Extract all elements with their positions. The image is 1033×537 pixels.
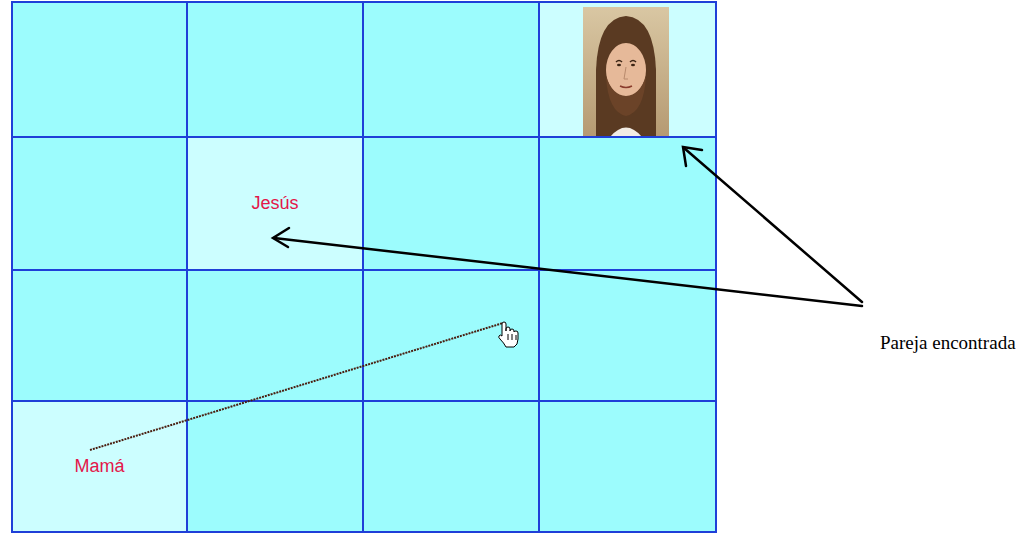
card-word: Mamá <box>74 456 124 477</box>
hand-cursor <box>499 322 518 347</box>
annotation-note: Pareja encontrada <box>880 332 1016 354</box>
portrait-image <box>583 7 669 137</box>
revealed-card: Jesús <box>187 137 363 270</box>
card-word: Jesús <box>251 193 298 214</box>
drag-line <box>90 323 503 450</box>
leader-arrow <box>273 147 862 306</box>
revealed-card: Mamá <box>12 401 187 532</box>
